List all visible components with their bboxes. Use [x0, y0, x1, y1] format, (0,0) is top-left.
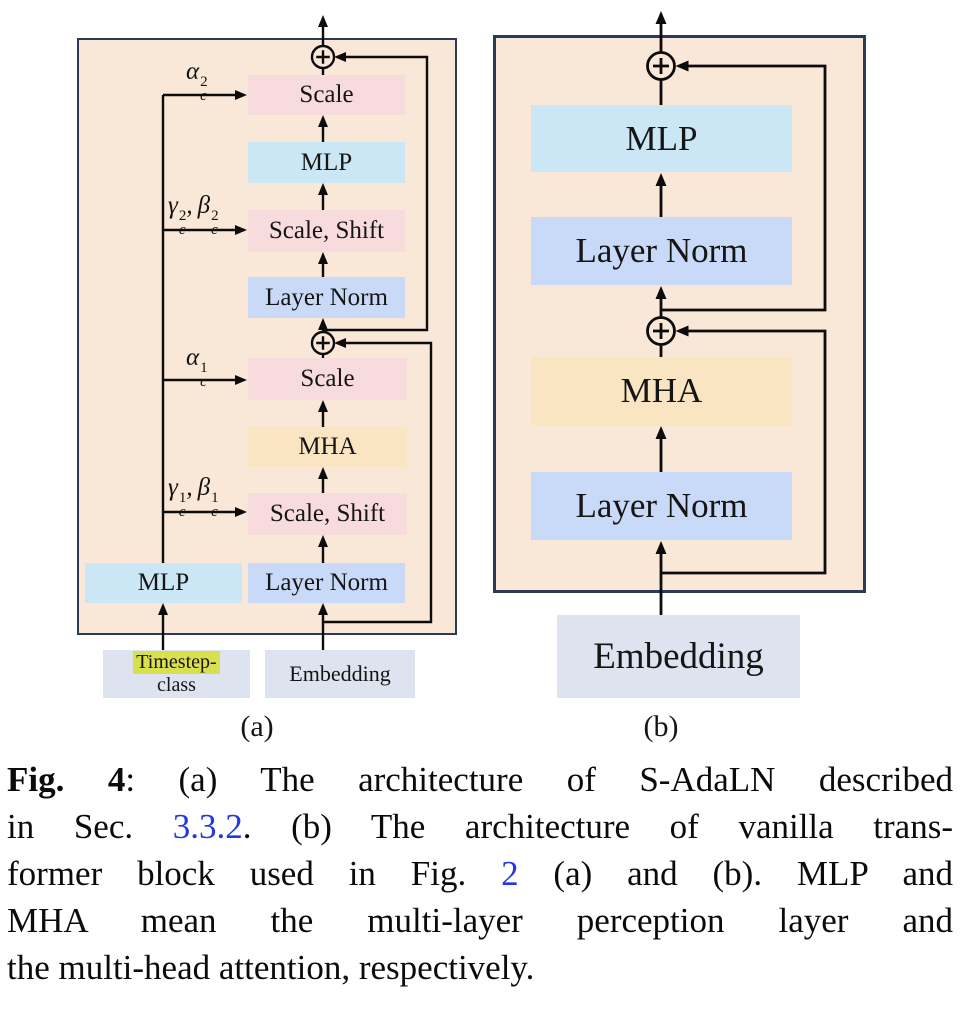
greek-beta: β [197, 474, 211, 501]
block-scale-1: Scale [248, 358, 407, 400]
greek-gamma: γ [168, 474, 178, 501]
caption-text: in Sec. [7, 807, 173, 846]
greek-alpha: α [186, 58, 200, 85]
caption-text: : (a) The architecture of S-AdaLN descri… [125, 760, 953, 799]
comma: , [186, 474, 193, 501]
block-mha-b: MHA [531, 357, 792, 425]
s-adaln-outer-box [77, 38, 457, 635]
caption-line-1: Fig. 4: (a) The architecture of S-AdaLN … [7, 756, 953, 803]
input-embedding-a: Embedding [265, 650, 415, 698]
timestep-highlight: Timestep- [133, 651, 220, 674]
greek-alpha: α [186, 344, 200, 371]
block-layer-norm-1: Layer Norm [248, 563, 405, 603]
block-scale-2: Scale [248, 75, 405, 115]
caption-line-3: former block used in Fig. 2 (a) and (b).… [7, 850, 953, 897]
caption-text: (a) and (b). MLP and [518, 854, 953, 893]
caption-text: the multi-head attention, respectively. [7, 948, 535, 987]
panel-b-label: (b) [643, 710, 679, 743]
block-conditioning-mlp: MLP [85, 563, 242, 603]
caption-text: former block used in Fig. [7, 854, 502, 893]
greek-beta: β [197, 192, 211, 219]
caption-line-5: the multi-head attention, respectively. [7, 944, 953, 991]
caption-text: MHA mean the multi-layer perception laye… [7, 901, 953, 940]
embedding-label: Embedding [593, 636, 764, 677]
block-layer-norm-1-b: Layer Norm [531, 472, 792, 540]
panel-a-label: (a) [240, 710, 274, 743]
caption-text: . (b) The architecture of vanilla trans- [242, 807, 953, 846]
block-scale-shift-1: Scale, Shift [248, 493, 407, 535]
caption-line-4: MHA mean the multi-layer perception laye… [7, 897, 953, 944]
block-mha-a: MHA [248, 427, 407, 467]
figure-caption: Fig. 4: (a) The architecture of S-AdaLN … [7, 756, 953, 991]
section-ref-link[interactable]: 3.3.2 [172, 807, 243, 846]
embedding-label: Embedding [289, 661, 391, 686]
caption-line-2: in Sec. 3.3.2. (b) The architecture of v… [7, 803, 953, 850]
comma: , [186, 192, 193, 219]
input-embedding-b: Embedding [557, 615, 800, 698]
block-layer-norm-2: Layer Norm [248, 277, 405, 318]
block-layer-norm-2-b: Layer Norm [531, 217, 792, 285]
greek-gamma: γ [168, 192, 178, 219]
block-scale-shift-2: Scale, Shift [248, 210, 405, 252]
figure-ref-link[interactable]: 2 [501, 854, 519, 893]
fig-number: Fig. 4 [7, 760, 126, 799]
input-timestep-class: Timestep- class [103, 650, 250, 698]
block-mlp-b: MLP [531, 105, 792, 172]
block-mlp-2: MLP [248, 142, 405, 183]
timestep-line2: class [157, 674, 196, 696]
